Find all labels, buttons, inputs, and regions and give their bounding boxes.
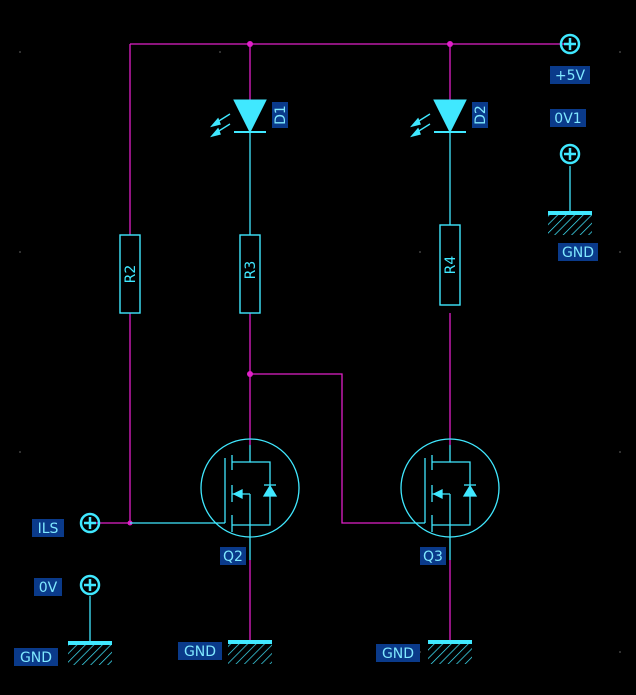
- wires: [90, 43, 570, 640]
- junction-top-d2: [447, 41, 453, 47]
- wire-cross-gate: [250, 373, 400, 524]
- q3-label-group: Q3: [420, 547, 446, 565]
- q3-label: Q3: [423, 549, 443, 565]
- port-plus5v-terminal-icon: [559, 33, 581, 55]
- plus5v-label: +5V: [555, 68, 586, 84]
- port-ov1[interactable]: 0V1: [550, 109, 586, 165]
- ov-label: 0V: [39, 580, 58, 596]
- port-plus5v[interactable]: +5V: [550, 33, 590, 84]
- ground-left[interactable]: GND: [14, 641, 112, 666]
- ov1-label: 0V1: [554, 111, 581, 127]
- gnd-left-label: GND: [20, 650, 52, 666]
- port-ov[interactable]: 0V: [34, 574, 101, 596]
- ground-q2[interactable]: GND: [178, 640, 272, 664]
- junction-r3-cross: [247, 371, 253, 377]
- r2-label: R2: [123, 265, 139, 284]
- junction-top-d1: [247, 41, 253, 47]
- d1-label: D1: [273, 105, 289, 125]
- mosfet-q3[interactable]: [400, 438, 500, 560]
- resistor-r3[interactable]: R3: [239, 234, 261, 314]
- led-d1-light-arrows-icon: [210, 113, 231, 138]
- led-d2-light-arrows-icon: [410, 113, 431, 138]
- d1-label-bg: [272, 102, 288, 128]
- q2-label-group: Q2: [220, 547, 246, 565]
- r4-label: R4: [443, 256, 459, 275]
- r3-label: R3: [243, 261, 259, 280]
- port-ov1-terminal-icon: [559, 143, 581, 165]
- d2-label: D2: [473, 105, 489, 125]
- gnd-right-label: GND: [562, 245, 594, 261]
- resistor-r4[interactable]: R4: [439, 224, 461, 306]
- led-d2[interactable]: D2: [410, 99, 489, 138]
- junctions: [127, 41, 453, 526]
- mosfet-q2[interactable]: [200, 438, 300, 560]
- port-ov-terminal-icon: [79, 574, 101, 596]
- gnd-q3-label: GND: [382, 646, 414, 662]
- port-ils-terminal-icon: [79, 512, 101, 534]
- d2-label-bg: [472, 102, 488, 128]
- grid-dots: [19, 51, 621, 653]
- component-leads: [89, 132, 571, 642]
- resistor-r2[interactable]: R2: [119, 234, 141, 314]
- ground-q3[interactable]: GND: [376, 640, 472, 664]
- port-ils[interactable]: ILS: [32, 512, 101, 537]
- ils-label: ILS: [38, 521, 59, 537]
- ground-right[interactable]: GND: [548, 211, 598, 261]
- led-d1[interactable]: D1: [210, 99, 289, 138]
- gnd-q2-label: GND: [184, 644, 216, 660]
- q2-label: Q2: [223, 549, 243, 565]
